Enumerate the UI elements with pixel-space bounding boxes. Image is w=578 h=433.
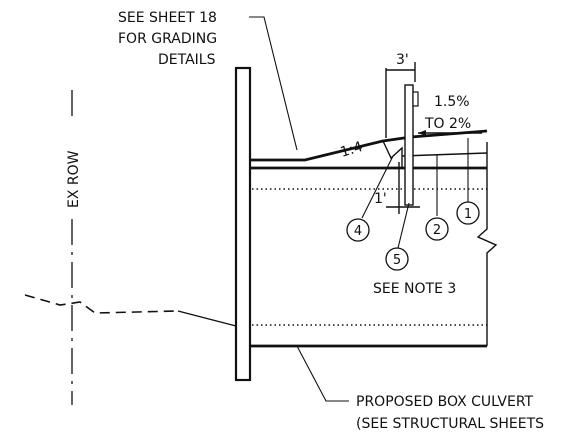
- callout-1-number: 1: [464, 207, 472, 222]
- callout-5-number: 5: [393, 253, 401, 268]
- grading-note-line2: FOR GRADING: [118, 31, 217, 47]
- callout-4-leader: [361, 155, 394, 219]
- grading-note-line1: SEE SHEET 18: [118, 10, 217, 26]
- row-label-mask: [62, 118, 82, 218]
- culvert-leader: [296, 345, 349, 402]
- culvert-note-line1: PROPOSED BOX CULVERT: [356, 394, 534, 410]
- grading-leader: [249, 16, 298, 151]
- callout-2-number: 2: [433, 223, 441, 238]
- culvert-note-line2: (SEE STRUCTURAL SHEETS: [356, 416, 544, 432]
- wall-ground-tie: [177, 310, 237, 327]
- guardrail-blockout: [412, 91, 419, 107]
- callout-4-circle: [346, 218, 370, 242]
- callout-4-number: 4: [354, 224, 362, 239]
- cross-slope-label-2: TO 2%: [424, 116, 471, 132]
- cross-slope-arrowhead: [418, 130, 426, 136]
- see-note-3-label: SEE NOTE 3: [373, 281, 456, 297]
- slope-ratio-label: 1:4: [338, 139, 364, 161]
- callout-2-circle: [425, 217, 449, 241]
- dim-3ft-label: 3': [396, 52, 409, 68]
- break-line: [476, 142, 498, 346]
- graded-slope-surface: [250, 129, 488, 162]
- cross-slope-label-1: 1.5%: [434, 94, 470, 110]
- ex-row-label: EX ROW: [66, 150, 82, 208]
- callout-5-circle: [385, 247, 409, 271]
- grading-note-line3: DETAILS: [158, 52, 216, 68]
- existing-ground-line: [24, 294, 179, 314]
- callout-5-leader: [397, 202, 410, 249]
- callout-1-circle: [456, 201, 480, 225]
- guardrail-post: [404, 84, 414, 206]
- pavement-layer: [401, 152, 488, 157]
- headwall: [234, 66, 252, 382]
- pavement-edge-detail: [382, 140, 403, 168]
- dim-1ft-label: 1': [374, 191, 387, 207]
